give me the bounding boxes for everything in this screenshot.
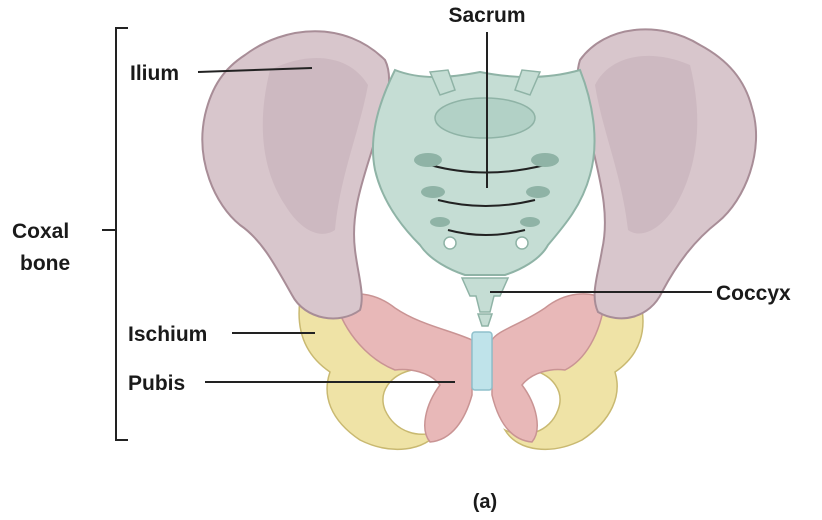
sacrum-label: Sacrum — [448, 4, 525, 27]
coxal-label-line1: Coxal — [12, 220, 69, 243]
pubis-label: Pubis — [128, 372, 185, 395]
coccyx-label: Coccyx — [716, 282, 791, 305]
coxal-bracket — [102, 28, 128, 440]
sacrum-bone — [373, 70, 595, 275]
coccyx-bone — [462, 278, 508, 326]
coxal-label-line2: bone — [20, 252, 70, 275]
pubic-symphysis — [472, 332, 492, 390]
ischium-label: Ischium — [128, 323, 207, 346]
ilium-label: Ilium — [130, 62, 179, 85]
figure-caption: (a) — [473, 491, 497, 513]
